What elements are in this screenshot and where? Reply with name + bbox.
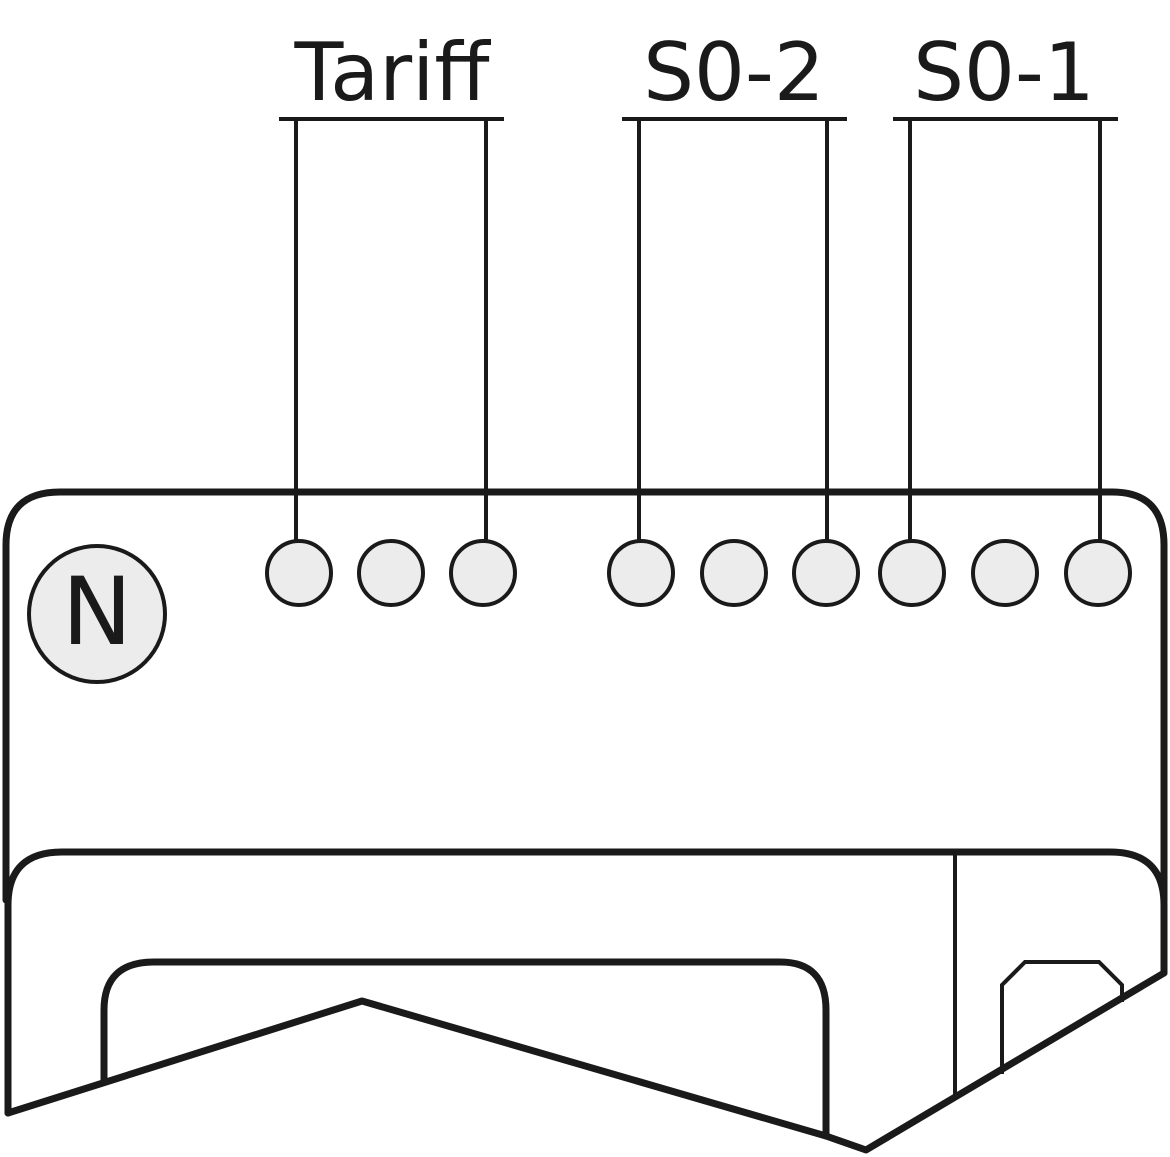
group-label-s0-1: S0-1	[913, 26, 1094, 119]
neutral-terminal: N	[27, 544, 167, 684]
device-housing-top	[2, 488, 1168, 904]
neutral-terminal-circle	[27, 544, 167, 684]
terminal-4	[607, 539, 675, 607]
terminal-8	[971, 539, 1039, 607]
terminal-row	[265, 539, 1132, 607]
device-lower-body	[4, 848, 1168, 1117]
rail-latch	[1000, 960, 1124, 1074]
bracket-s0-2	[622, 117, 847, 544]
terminal-9	[1064, 539, 1132, 607]
terminal-6	[792, 539, 860, 607]
terminal-2	[357, 539, 425, 607]
terminal-3	[449, 539, 517, 607]
terminal-5	[700, 539, 768, 607]
group-label-tariff: Tariff	[294, 26, 492, 119]
neutral-label: N	[62, 558, 132, 667]
bracket-s0-1	[893, 117, 1118, 544]
group-label-s0-2: S0-2	[643, 26, 824, 119]
terminal-7	[878, 539, 946, 607]
inner-recess	[100, 958, 830, 1140]
device-bottom-edge	[4, 969, 1168, 1154]
bracket-tariff	[279, 117, 504, 544]
terminal-1	[265, 539, 333, 607]
